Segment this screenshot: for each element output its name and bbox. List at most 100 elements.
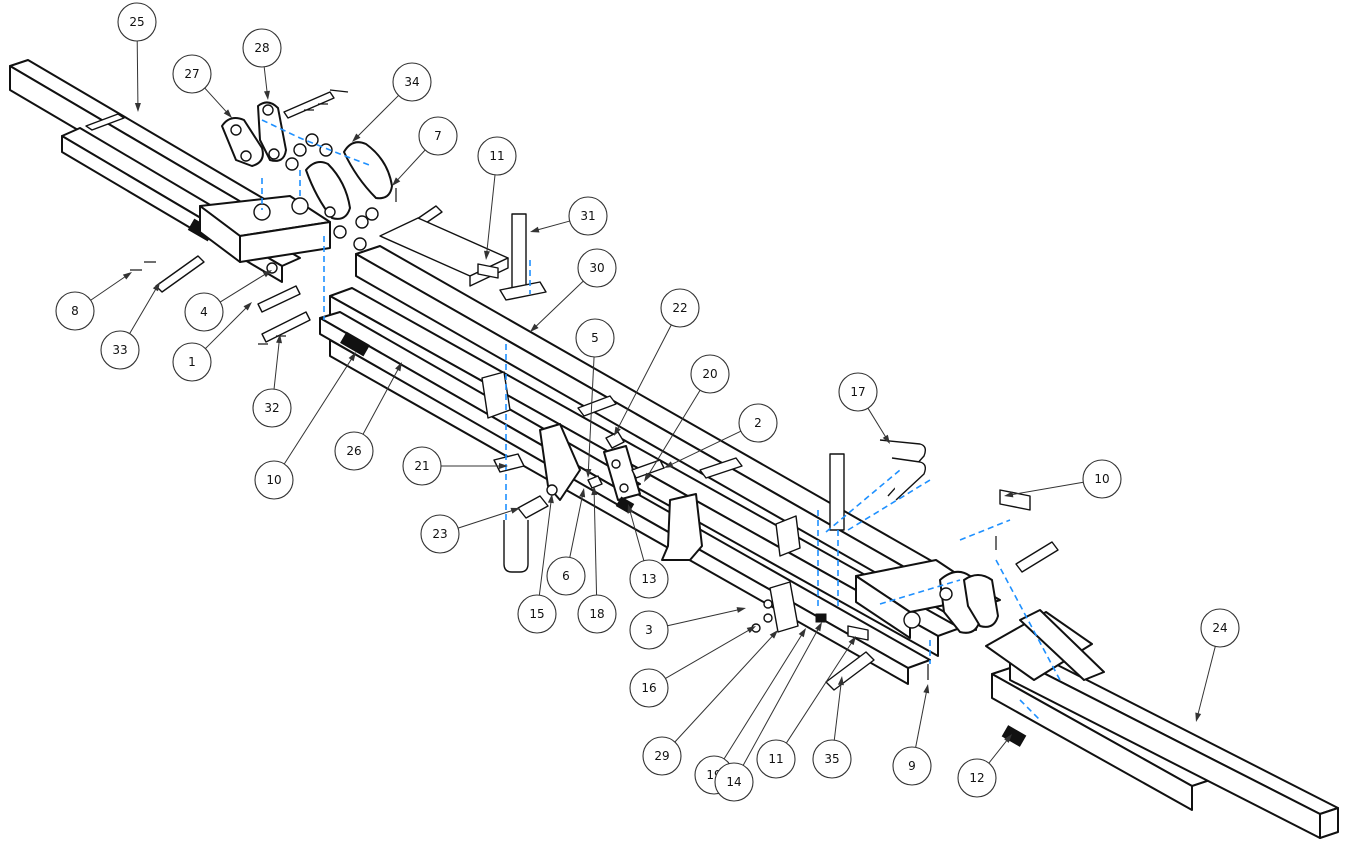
callout-number: 3: [645, 623, 653, 637]
callout-number: 33: [112, 343, 127, 357]
callout-leader-line: [785, 640, 854, 744]
callout-number: 34: [404, 75, 419, 89]
callout-12: 12: [957, 734, 1012, 798]
callout-balloon: [254, 460, 294, 500]
callout-leader-line: [395, 149, 426, 182]
callout-number: 30: [589, 261, 604, 275]
callout-balloon: [812, 739, 852, 779]
callout-35: 35: [812, 676, 852, 779]
callout-balloon: [55, 291, 95, 331]
part-beam-brackets: [481, 371, 801, 557]
callout-arrowhead: [815, 622, 822, 632]
callout-arrowhead: [352, 133, 361, 142]
callout-number: 25: [129, 15, 144, 29]
callout-balloon: [838, 372, 878, 412]
callout-balloon: [172, 54, 212, 94]
part-pin-right: [927, 536, 1059, 680]
callout-number: 32: [264, 401, 279, 415]
callout-number: 21: [414, 459, 429, 473]
callout-leader-line: [667, 608, 741, 627]
callout-arrowhead: [664, 461, 674, 468]
callout-leader-line: [833, 681, 842, 741]
callout-32: 32: [252, 334, 292, 428]
callout-30: 30: [530, 248, 617, 332]
callout-16: 16: [629, 626, 756, 708]
callout-leader-line: [136, 40, 139, 107]
callout-balloon: [1200, 608, 1240, 648]
callout-leader-line: [205, 305, 249, 349]
callout-number: 9: [908, 759, 916, 773]
callout-balloon: [660, 288, 700, 328]
callout-number: 10: [1094, 472, 1109, 486]
callout-arrowhead: [746, 626, 756, 634]
callout-number: 11: [489, 149, 504, 163]
callout-7: 7: [392, 116, 458, 186]
callout-balloon: [575, 318, 615, 358]
callout-leader-line: [486, 174, 496, 255]
callout-leader-line: [1196, 646, 1216, 717]
callout-balloon: [892, 746, 932, 786]
callout-20: 20: [644, 354, 730, 482]
callout-balloon: [738, 403, 778, 443]
callout-33: 33: [100, 282, 160, 370]
callout-arrowhead: [1195, 712, 1202, 722]
callout-balloon: [642, 736, 682, 776]
callout-14: 14: [714, 622, 822, 802]
callout-leader-line: [915, 689, 928, 748]
callout-25: 25: [117, 2, 157, 112]
part-curved-link-34: [305, 141, 393, 220]
part-lower-hitch: [661, 493, 703, 561]
callout-number: 16: [641, 681, 656, 695]
part-pin-top: [283, 89, 349, 119]
callout-leader-line: [263, 66, 268, 95]
callout-balloon: [172, 342, 212, 382]
part-right-hinge-block: [855, 559, 999, 639]
callout-number: 13: [641, 572, 656, 586]
callout-leader-line: [204, 87, 229, 114]
callout-balloon: [477, 136, 517, 176]
part-decal-10-right: [999, 489, 1031, 511]
callout-leader-line: [988, 738, 1009, 764]
callout-number: 23: [432, 527, 447, 541]
callout-11: 11: [756, 636, 856, 779]
callout-number: 4: [200, 305, 208, 319]
part-pin-35: [825, 651, 875, 691]
callout-arrowhead: [1004, 734, 1012, 743]
callout-number: 20: [702, 367, 717, 381]
callout-leader-line: [665, 628, 752, 679]
callout-number: 27: [184, 67, 199, 81]
callout-number: 10: [266, 473, 281, 487]
callout-5: 5: [575, 318, 615, 478]
callout-number: 31: [580, 209, 595, 223]
callout-arrowhead: [644, 472, 652, 482]
callout-balloon: [184, 292, 224, 332]
callout-number: 35: [824, 752, 839, 766]
callout-leader-line: [219, 272, 268, 303]
callout-number: 6: [562, 569, 570, 583]
callout-1: 1: [172, 302, 252, 382]
callout-arrowhead: [134, 102, 141, 112]
callout-leader-line: [616, 324, 672, 431]
hidden-centerlines: [261, 119, 1061, 721]
callout-arrowhead: [798, 628, 806, 638]
callout-arrowhead: [223, 109, 232, 118]
callout-leader-line: [457, 509, 515, 529]
callout-24: 24: [1195, 608, 1240, 722]
callout-arrowhead: [263, 90, 270, 100]
callout-arrowhead: [348, 352, 356, 362]
callout-balloon: [242, 28, 282, 68]
callout-leader-line: [629, 509, 645, 561]
callout-arrowhead: [585, 468, 592, 478]
callout-leader-line: [593, 491, 598, 596]
callout-arrowhead: [591, 486, 598, 496]
callout-13: 13: [627, 504, 669, 599]
callout-number: 12: [969, 771, 984, 785]
callout-34: 34: [352, 62, 432, 142]
callout-leader-line: [723, 632, 804, 760]
callout-balloon: [117, 2, 157, 42]
callout-arrowhead: [392, 177, 401, 186]
callout-number: 8: [71, 304, 79, 318]
callout-arrowhead: [579, 488, 586, 498]
callout-balloon: [252, 388, 292, 428]
callout-balloon: [577, 594, 617, 634]
